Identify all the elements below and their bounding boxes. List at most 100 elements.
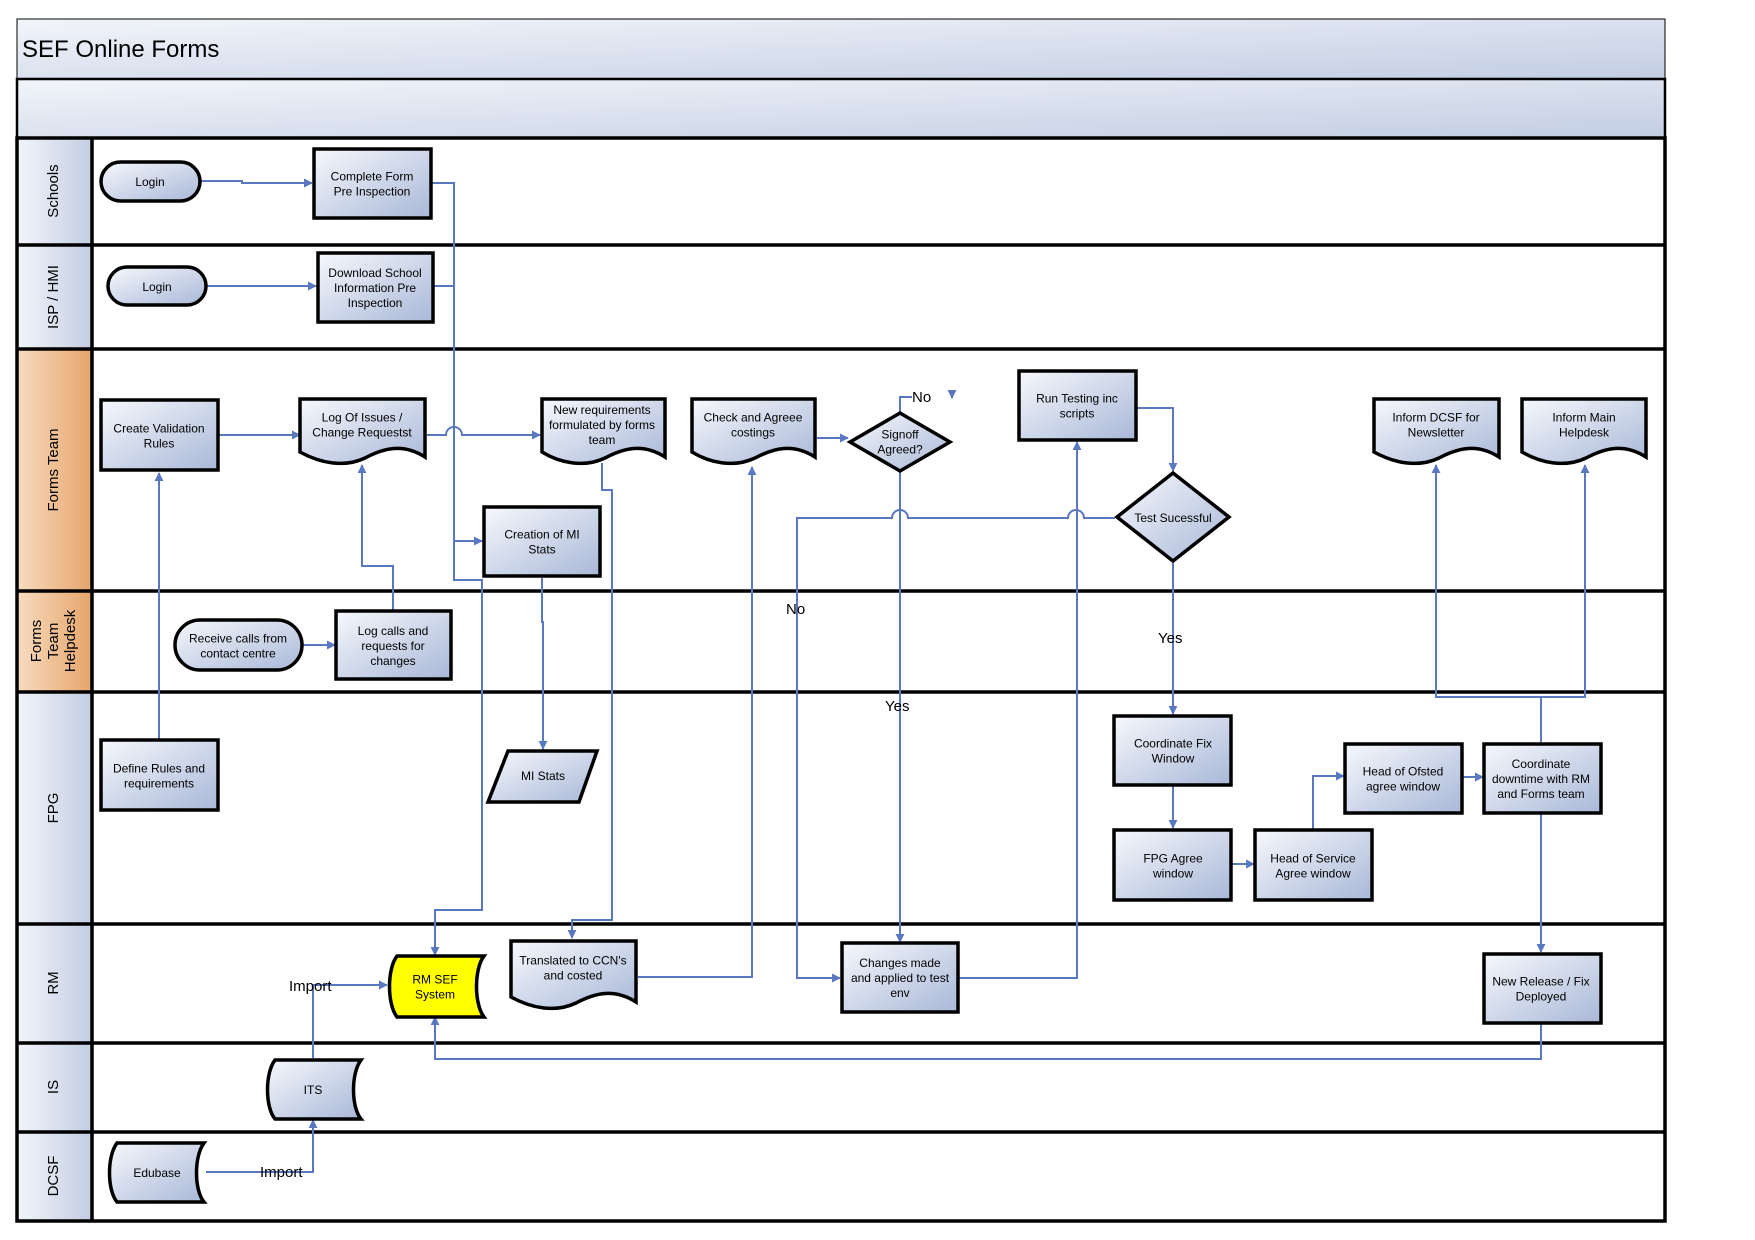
node-create-validation-line: Rules [144,437,175,451]
node-signoff-line: Agreed? [877,443,923,457]
edge-edubase-to-its [206,1119,318,1173]
node-isp-login-line: Login [142,280,171,294]
node-coordinate-downtime-line: and Forms team [1497,787,1584,801]
node-coordinate-fix-line: Window [1152,752,1195,766]
node-run-testing-line: scripts [1060,407,1095,421]
node-log-issues: Log Of Issues /Change Requestst [312,411,412,440]
edge-downtime-to-inform [1431,464,1542,742]
edge-signoff-no-top [899,396,912,413]
lane-is [17,1043,92,1132]
node-inform-helpdesk-line: Helpdesk [1559,426,1610,440]
node-head-ofsted-line: agree window [1366,780,1440,794]
edubase-shape [107,1141,208,1204]
lane-forms-team [17,349,92,591]
head-ofsted-shape [1343,742,1464,815]
node-inform-dcsf-line: Inform DCSF for [1392,411,1479,425]
define-rules-shape [99,738,220,812]
edge-test-no [796,509,1115,983]
lane-rm [17,924,92,1043]
connectors [154,178,1590,1173]
diagram-title: SEF Online Forms [22,36,219,63]
edge-log-to-new-req [427,426,541,440]
lane-label-is: IS [45,1080,62,1094]
edge-label-import-rm: Import [289,978,332,995]
node-test-successful: Test Sucessful [1134,511,1211,525]
node-new-release-line: New Release / Fix [1492,975,1589,989]
node-check-costings-line: costings [731,426,775,440]
node-changes-made-line: Changes made [859,956,941,970]
node-log-issues-line: Change Requestst [312,426,412,440]
node-creation-mi-line: Stats [528,543,555,557]
node-rm-sef-line: System [415,988,455,1002]
edge-its-to-rm [312,980,388,1058]
edge-creation-to-mistats [538,578,548,750]
coordinate-fix-shape [1112,714,1233,787]
edge-logcalls-to-log [357,464,394,611]
new-release-shape [1482,952,1603,1025]
node-log-calls-line: Log calls and [358,624,429,638]
node-fpg-agree-line: window [1152,867,1193,881]
node-head-service-line: Agree window [1275,867,1351,881]
node-new-release-line: Deployed [1516,990,1567,1004]
node-receive-calls-line: Receive calls from [189,632,287,646]
node-coordinate-downtime-line: downtime with RM [1492,772,1590,786]
lane-label-rm: RM [45,971,62,994]
lane-isp-hmi [17,245,92,349]
node-download-info-line: Inspection [348,296,403,310]
lane-labels [17,138,92,1221]
edge-label-yes-test: Yes [1158,630,1182,647]
node-its-line: ITS [304,1083,323,1097]
log-issues-shape [298,397,427,466]
receive-calls-shape [173,618,304,672]
node-schools-login-line: Login [135,175,164,189]
lane-label-fpg: FPG [45,793,62,824]
new-requirements-shape [540,397,667,466]
node-fpg-agree-line: FPG Agree [1143,852,1203,866]
edge-labels: No No Yes Yes Import Import [260,389,1182,1181]
lane-label-forms-team: Forms Team [45,428,62,511]
node-create-validation-line: Create Validation [113,422,204,436]
title-bar [16,18,1666,80]
node-translated-ccn-line: and costed [544,969,603,983]
node-log-calls-line: requests for [361,639,424,653]
edge-label-no-left: No [786,601,805,618]
node-coordinate-downtime-line: Coordinate [1512,757,1571,771]
log-calls-shape [334,609,453,681]
lane-label-isp-hmi: ISP / HMI [45,265,62,329]
node-test-successful-line: Test Sucessful [1134,511,1211,525]
node-complete-form-line: Pre Inspection [334,185,411,199]
rm-sef-shape [387,954,488,1019]
edge-changes-to-run [958,441,1082,979]
lane-label-schools: Schools [45,164,62,217]
head-service-shape [1253,828,1374,902]
edge-downtime-to-helpdesk [1541,464,1590,698]
node-download-info-line: Download School [328,266,421,280]
node-mi-stats-line: MI Stats [521,769,565,783]
download-info-shape [316,251,435,324]
node-schools-login: Login [135,175,164,189]
node-log-calls-line: changes [370,654,415,668]
node-inform-dcsf-line: Newsletter [1408,426,1465,440]
edge-schools-login-to-complete [200,178,313,188]
edge-label-yes-signoff: Yes [885,698,909,715]
node-log-issues-line: Log Of Issues / [322,411,403,425]
node-creation-mi-line: Creation of MI [504,528,579,542]
create-validation-shape [99,398,220,472]
lane-label-forms-team-helpdesk: Forms Team Helpdesk [28,609,79,672]
lane-label-helpdesk-line3: Helpdesk [62,609,79,672]
lane-schools [17,138,92,245]
node-its: ITS [304,1083,323,1097]
